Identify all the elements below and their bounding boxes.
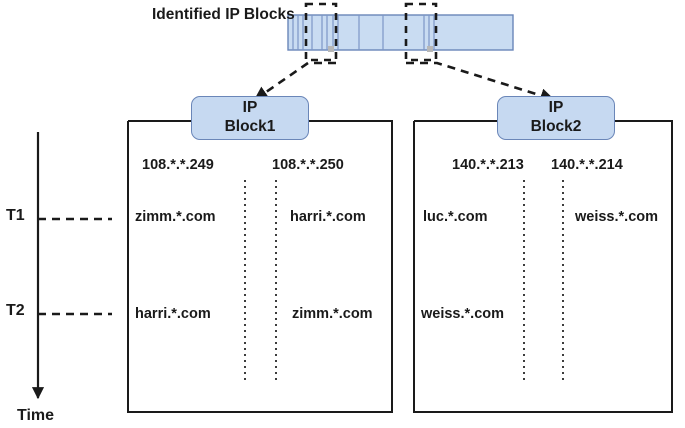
block1-t1-domain-2: harri.*.com bbox=[290, 209, 366, 225]
block2-ip-address-2: 140.*.*.214 bbox=[551, 157, 623, 173]
block1-t2-domain-2: zimm.*.com bbox=[292, 306, 373, 322]
block2-t1-domain-2: weiss.*.com bbox=[575, 209, 659, 225]
block1-ip-address-2: 108.*.*.250 bbox=[272, 157, 344, 173]
ip-space-bar bbox=[287, 14, 514, 52]
block2-ip-address-1: 140.*.*.213 bbox=[452, 157, 524, 173]
connector-block2 bbox=[406, 61, 555, 103]
time-tick-label-t2: T2 bbox=[6, 302, 25, 319]
block2-t2-domain-1: weiss.*.com bbox=[421, 306, 505, 322]
ip-block1-title-line2: Block1 bbox=[224, 118, 276, 135]
block2-t1-domain-1: luc.*.com bbox=[423, 209, 488, 225]
ip-space-bar-dividers bbox=[292, 15, 435, 50]
page-title: Identified IP Blocks bbox=[152, 6, 295, 23]
block1-frame bbox=[127, 120, 393, 413]
block1-ip-address-1: 108.*.*.249 bbox=[142, 157, 214, 173]
time-axis-label: Time bbox=[17, 407, 55, 424]
ip-space-bar-body bbox=[287, 14, 514, 51]
connector-block1 bbox=[253, 61, 336, 101]
ip-block1-title-line1: IP bbox=[242, 99, 258, 117]
selection-rect-block1 bbox=[304, 2, 338, 62]
ip-space-bar-marker-2 bbox=[427, 46, 433, 52]
ip-space-bar-marker-1 bbox=[328, 46, 334, 52]
block1-t2-domain-1: harri.*.com bbox=[135, 306, 211, 322]
ip-block2-title-line1: IP bbox=[548, 99, 564, 117]
time-tick-label-t1: T1 bbox=[6, 207, 25, 224]
block2-frame bbox=[413, 120, 673, 413]
ip-block2-title-line2: Block2 bbox=[530, 118, 582, 135]
ip-block2-node[interactable]: IP Block2 bbox=[497, 96, 615, 140]
block1-t1-domain-1: zimm.*.com bbox=[135, 209, 216, 225]
ip-block1-node[interactable]: IP Block1 bbox=[191, 96, 309, 140]
selection-rect-block2 bbox=[404, 2, 438, 62]
